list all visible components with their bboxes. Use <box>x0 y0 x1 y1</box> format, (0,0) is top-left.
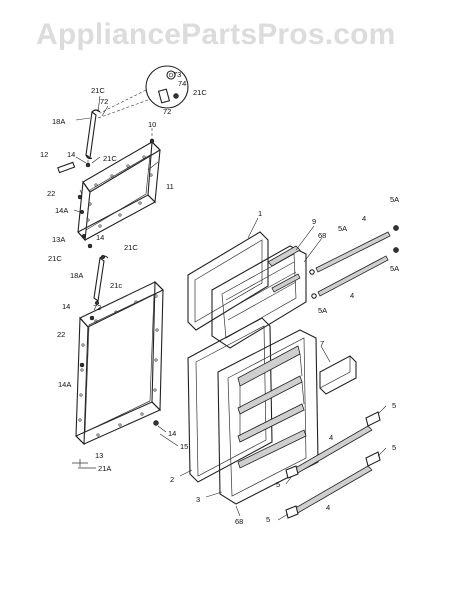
callout-14: 14 <box>96 233 104 242</box>
callout-5a: 5A <box>390 195 399 204</box>
callout-68: 68 <box>235 517 243 526</box>
callout-68: 68 <box>318 231 326 240</box>
callout-5: 5 <box>392 443 396 452</box>
freezer-door-liner <box>211 245 307 349</box>
callout-4: 4 <box>326 503 330 512</box>
callout-1: 1 <box>258 209 262 218</box>
fresh-food-door-frame <box>75 280 164 446</box>
callout-21c: 21c <box>110 281 122 290</box>
callout-4: 4 <box>362 214 366 223</box>
callout-14a: 14A <box>55 206 68 215</box>
fresh-food-door-gasket <box>187 317 273 483</box>
callout-5: 5 <box>266 515 270 524</box>
callout-10: 10 <box>148 120 156 129</box>
callout-72: 72 <box>163 107 171 116</box>
callout-74: 74 <box>178 79 186 88</box>
callout-15: 15 <box>180 442 188 451</box>
door-shelf-bin <box>319 355 357 395</box>
leader-lines <box>73 95 387 521</box>
callout-21a: 21A <box>98 464 111 473</box>
callout-3: 3 <box>196 495 200 504</box>
callout-21c: 21C <box>124 243 138 252</box>
callout-72: 72 <box>93 303 101 312</box>
callout-4: 4 <box>329 433 333 442</box>
callout-21c: 21C <box>103 154 117 163</box>
callout-7: 7 <box>320 339 324 348</box>
callout-14: 14 <box>67 150 75 159</box>
fresh-food-shelf-bar-lower <box>285 451 381 519</box>
callout-21c: 21C <box>48 254 62 263</box>
hinge-detail-zoom <box>97 65 189 119</box>
callout-2: 2 <box>170 475 174 484</box>
freezer-small-parts <box>57 128 155 249</box>
freezer-shelf-bar-upper <box>309 225 399 275</box>
callout-5a: 5A <box>338 224 347 233</box>
callout-22: 22 <box>47 189 55 198</box>
callout-11: 11 <box>166 182 174 191</box>
callout-12: 12 <box>40 150 48 159</box>
callout-13: 13 <box>95 451 103 460</box>
callout-14a: 14A <box>58 380 71 389</box>
fresh-food-door-liner <box>217 329 319 505</box>
callout-18a: 18A <box>52 117 65 126</box>
watermark-text: AppliancePartsPros.com <box>36 18 396 51</box>
callout-14: 14 <box>168 429 176 438</box>
callout-5a: 5A <box>390 264 399 273</box>
fresh-food-shelf-bar-upper <box>285 411 381 479</box>
callout-72: 72 <box>100 97 108 106</box>
freezer-handle <box>85 109 101 160</box>
fresh-food-handle <box>93 254 109 306</box>
freezer-shelf-bar-lower <box>311 247 399 299</box>
callout-21c: 21C <box>193 88 207 97</box>
callout-73: 73 <box>173 70 181 79</box>
callout-5a: 5A <box>318 306 327 315</box>
callout-labels: 73 74 72 21C 21C 72 18A 10 12 14 21C 22 … <box>40 70 399 526</box>
fresh-food-small-parts <box>72 315 159 469</box>
callout-13a: 13A <box>52 235 65 244</box>
callout-18a: 18A <box>70 271 83 280</box>
callout-21c: 21C <box>91 86 105 95</box>
callout-9: 9 <box>312 217 316 226</box>
callout-5: 5 <box>276 480 280 489</box>
callout-5: 5 <box>392 401 396 410</box>
callout-4: 4 <box>350 291 354 300</box>
freezer-door-gasket <box>187 231 269 331</box>
callout-22: 22 <box>57 330 65 339</box>
callout-14: 14 <box>62 302 70 311</box>
